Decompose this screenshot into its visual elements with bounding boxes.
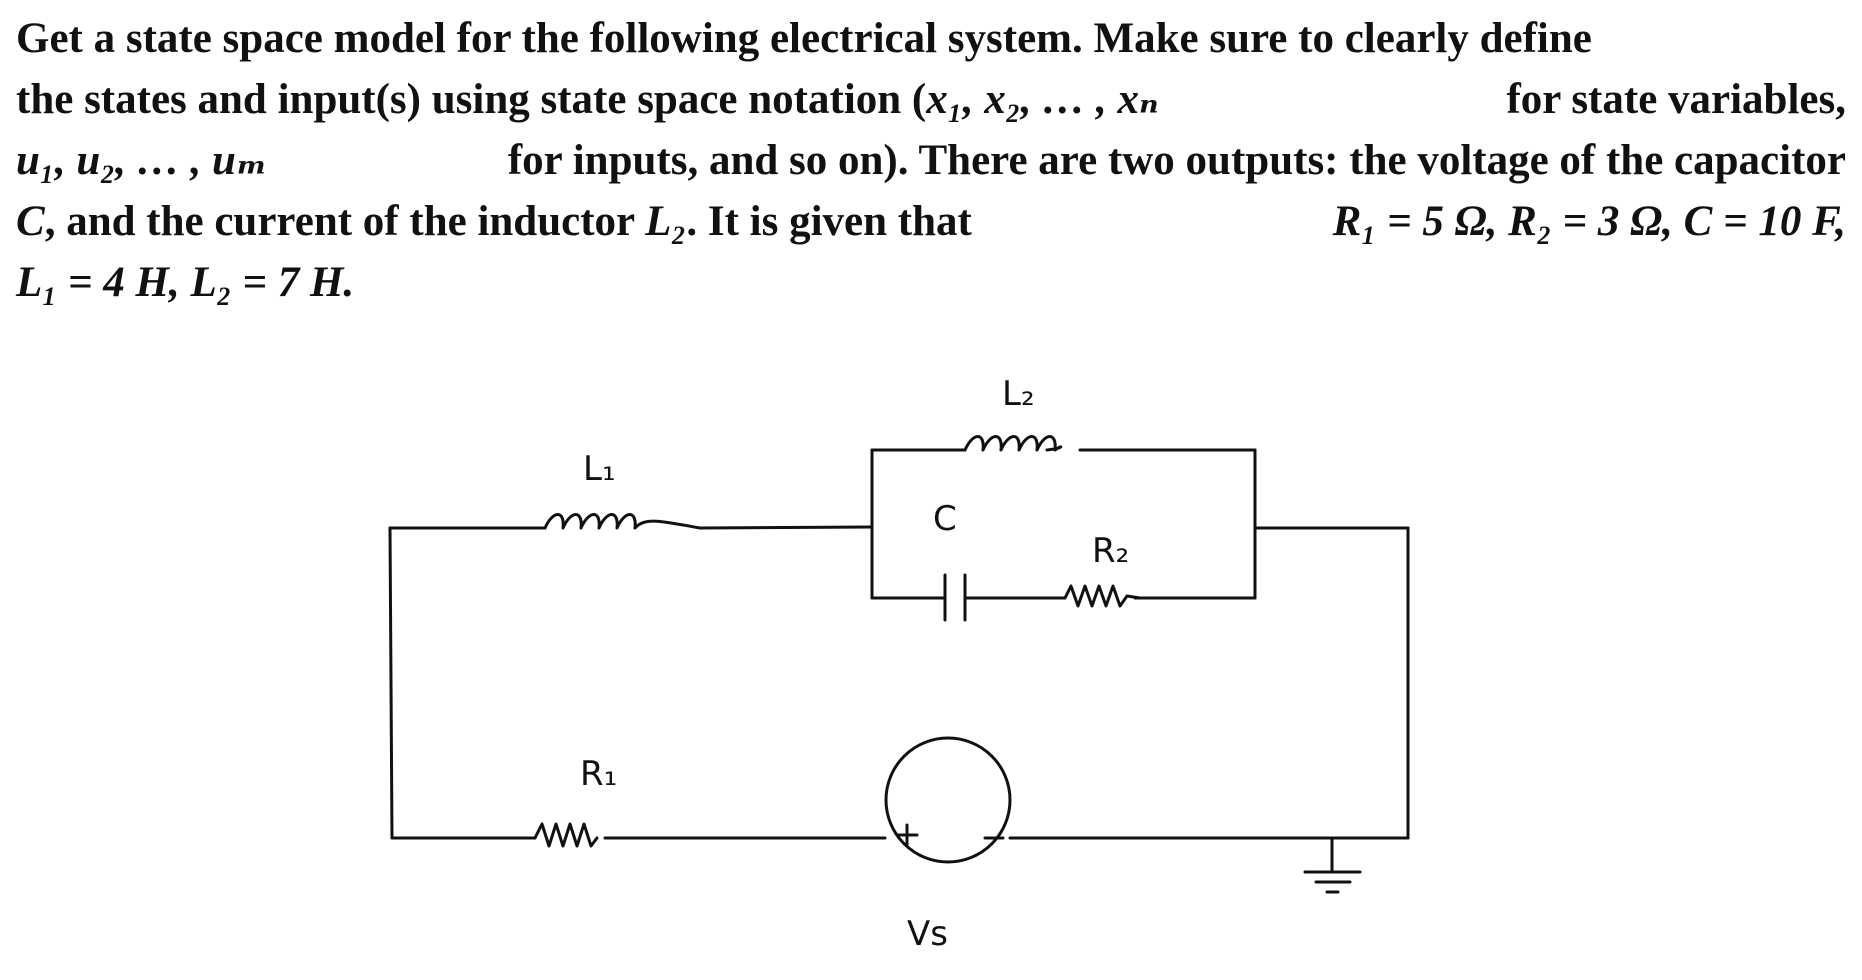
label-r1: R₁ (580, 754, 617, 794)
problem-text-part: , and the current of the inductor (44, 198, 635, 245)
resistor-r1 (533, 822, 599, 848)
resistor-r2 (1063, 584, 1142, 608)
state-notation: x₁, x₂, … , xₙ (926, 76, 1159, 123)
label-c: C (933, 499, 957, 539)
given-parameters: R₁ = 5 Ω, R₂ = 3 Ω, C = 10 F, (1332, 198, 1846, 245)
label-l2: L₂ (1002, 374, 1035, 414)
problem-line-4: C, and the current of the inductor L₂. I… (16, 191, 1846, 252)
problem-text-part: . It is given that (686, 198, 972, 245)
inductor-l1 (543, 513, 702, 530)
problem-line-5: L₁ = 4 H, L₂ = 7 H. (16, 252, 1846, 313)
inductor-symbol: L₂ (645, 198, 687, 245)
problem-statement: Get a state space model for the followin… (16, 8, 1846, 313)
ground-symbol (1303, 836, 1362, 894)
problem-text: Get a state space model for the followin… (16, 15, 1592, 62)
problem-line-3: u₁, u₂, … , uₘ for inputs, and so on). T… (16, 130, 1846, 191)
label-r2: R₂ (1092, 531, 1129, 571)
problem-line-2: the states and input(s) using state spac… (16, 69, 1846, 130)
input-notation: u₁, u₂, … , uₘ (16, 137, 268, 184)
problem-line-1: Get a state space model for the followin… (16, 8, 1846, 69)
capacitor-symbol: C (16, 198, 45, 245)
label-l1: L₁ (583, 449, 616, 489)
given-parameters-2: L₁ = 4 H, L₂ = 7 H. (16, 259, 355, 306)
inductor-l2 (963, 435, 1063, 452)
problem-text: the states and input(s) using state spac… (16, 69, 1159, 130)
voltage-source-circle (884, 736, 1012, 864)
plus-sign (895, 823, 919, 847)
problem-text: for state variables, (1506, 76, 1846, 123)
problem-text: C, and the current of the inductor L₂. I… (16, 191, 972, 252)
problem-text-part: the states and input(s) using state spac… (16, 76, 927, 123)
label-vs: Vs (907, 914, 948, 954)
wire-left (388, 526, 394, 840)
problem-text: for inputs, and so on). There are two ou… (507, 137, 1846, 184)
wire-l1-to-node (698, 525, 874, 530)
